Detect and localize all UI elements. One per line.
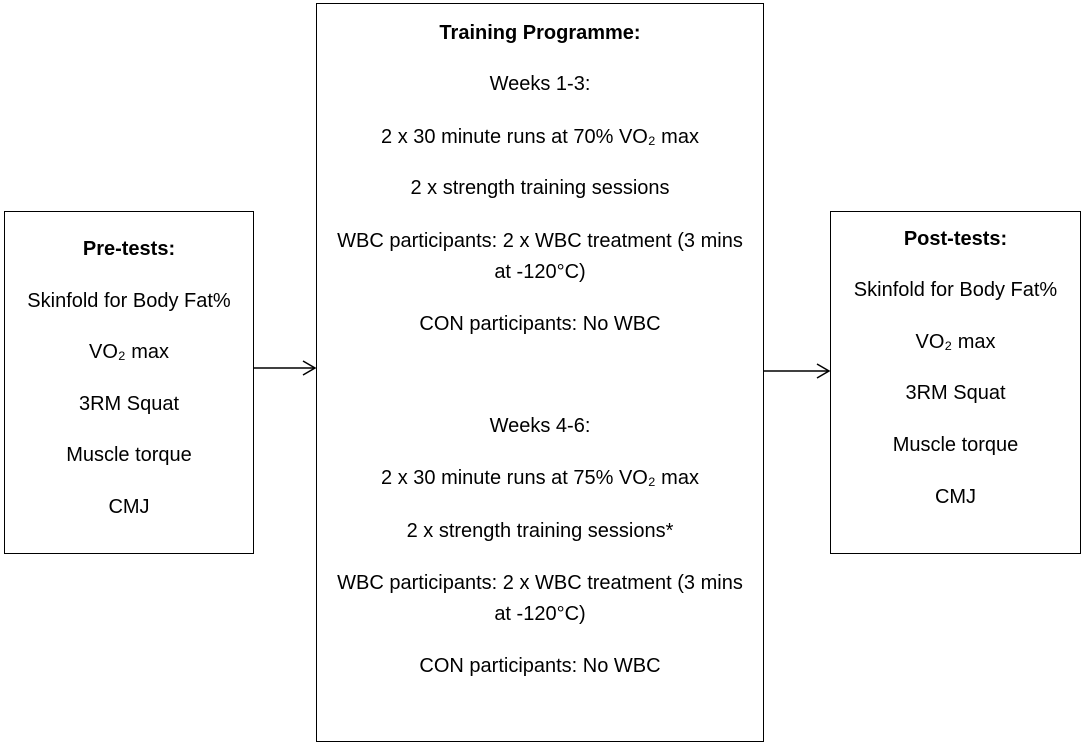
phase2-strength: 2 x strength training sessions* [406, 520, 674, 542]
post-tests-item: 3RM Squat [905, 382, 1006, 404]
training-programme-title: Training Programme: [439, 22, 641, 44]
phase2-wbc-line1: WBC participants: 2 x WBC treatment (3 m… [337, 572, 743, 594]
phase2-heading: Weeks 4-6: [489, 415, 591, 437]
phase1-wbc-line1: WBC participants: 2 x WBC treatment (3 m… [337, 230, 743, 252]
pre-tests-item: Muscle torque [66, 444, 192, 466]
pre-tests-item: VO₂ max [89, 341, 169, 363]
phase2-runs: 2 x 30 minute runs at 75% VO₂ max [381, 467, 699, 489]
post-tests-item: VO₂ max [915, 331, 996, 353]
phase2-con: CON participants: No WBC [419, 655, 661, 677]
post-tests-item: Muscle torque [892, 434, 1019, 456]
arrow-programme-to-post [764, 363, 831, 379]
arrow-pre-to-programme [254, 360, 317, 376]
post-tests-item: Skinfold for Body Fat% [853, 279, 1058, 301]
pre-tests-item: Skinfold for Body Fat% [27, 290, 231, 312]
pre-tests-item: CMJ [108, 496, 150, 518]
post-tests-box: Post-tests: Skinfold for Body Fat% VO₂ m… [830, 211, 1081, 554]
phase2-wbc-line2: at -120°C) [494, 603, 586, 625]
post-tests-title: Post-tests: [903, 228, 1008, 250]
post-tests-item: CMJ [934, 486, 977, 508]
phase1-wbc-line2: at -120°C) [494, 261, 586, 283]
phase1-con: CON participants: No WBC [419, 313, 661, 335]
pre-tests-title: Pre-tests: [82, 238, 176, 260]
phase1-runs: 2 x 30 minute runs at 70% VO₂ max [381, 126, 699, 148]
pre-tests-item: 3RM Squat [78, 393, 180, 415]
pre-tests-box: Pre-tests: Skinfold for Body Fat% VO₂ ma… [4, 211, 254, 554]
phase1-strength: 2 x strength training sessions [410, 177, 670, 199]
training-programme-box: Training Programme: Weeks 1-3: 2 x 30 mi… [316, 3, 764, 742]
phase1-heading: Weeks 1-3: [489, 73, 591, 95]
